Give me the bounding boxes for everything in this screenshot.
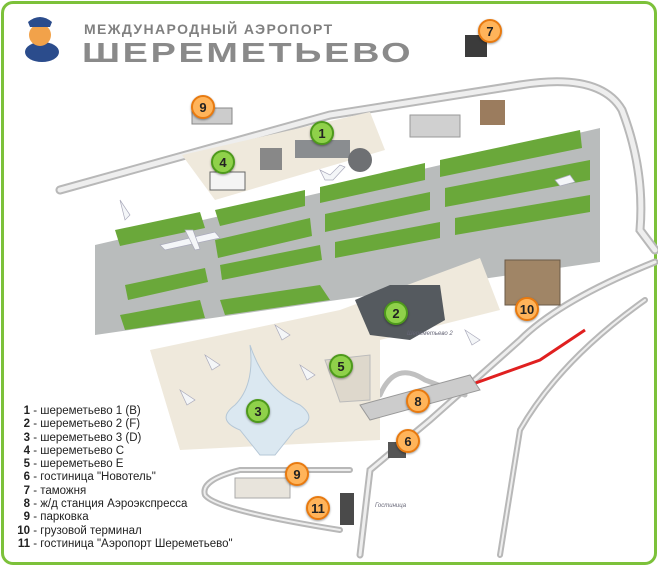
building-north — [409, 114, 461, 138]
legend-num: 10 — [17, 524, 30, 537]
legend-text: - грузовой терминал — [33, 524, 142, 537]
parking-south — [234, 477, 291, 499]
legend-text: - шереметьево С — [33, 444, 125, 457]
marker-terminal-2[interactable]: 2 — [384, 301, 408, 325]
flight-attendant-mascot — [25, 17, 59, 62]
legend-item: 9 - парковка — [8, 511, 233, 524]
legend-item: 1 - шереметьево 1 (B) — [8, 405, 233, 418]
legend-text: - гостиница "Новотель" — [33, 471, 156, 484]
terminal-1-building — [295, 140, 350, 158]
building-brown — [480, 100, 505, 125]
terminal-3-building — [225, 344, 310, 456]
legend-item: 6 - гостиница "Новотель" — [8, 471, 233, 484]
legend-item: 10 - грузовой терминал — [8, 525, 233, 538]
customs-building — [465, 35, 487, 57]
marker-parking-north[interactable]: 9 — [191, 95, 215, 119]
grass-strips — [115, 130, 590, 330]
marker-terminal-c[interactable]: 4 — [211, 150, 235, 174]
map-legend: 1 - шереметьево 1 (B) 2 - шереметьево 2 … — [8, 405, 233, 551]
aeroexpress-rail — [469, 328, 586, 387]
marker-terminal-1[interactable]: 1 — [310, 121, 334, 145]
legend-num: 2 — [23, 418, 30, 431]
legend-item: 7 - таможня — [8, 485, 233, 498]
logo-title: ШЕРЕМЕТЬЕВО — [82, 37, 414, 68]
legend-text: - парковка — [33, 511, 89, 524]
legend-num: 5 — [23, 458, 30, 471]
legend-num: 4 — [23, 444, 30, 457]
legend-item: 4 - шереметьево С — [8, 445, 233, 458]
hotel-map-label: Гостиница — [375, 503, 407, 509]
legend-num: 3 — [23, 431, 30, 444]
marker-parking-south[interactable]: 9 — [285, 462, 309, 486]
legend-text: - шереметьево 1 (B) — [33, 405, 141, 417]
legend-item: 5 - шереметьево Е — [8, 458, 233, 471]
legend-item: 3 - шереметьево 3 (D) — [8, 432, 233, 445]
legend-text: - ж/д станция Аэроэкспресса — [33, 498, 188, 511]
legend-item: 2 - шереметьево 2 (F) — [8, 418, 233, 431]
marker-hotel-sheremetyevo[interactable]: 11 — [306, 496, 330, 520]
legend-text: - шереметьево Е — [33, 458, 124, 471]
airplanes — [119, 164, 576, 406]
legend-num: 6 — [23, 471, 30, 484]
marker-customs[interactable]: 7 — [478, 19, 502, 43]
legend-num: 11 — [17, 537, 30, 550]
roads — [55, 77, 658, 559]
hotel-sheremetyevo-building — [340, 493, 354, 525]
legend-item: 11 - гостиница "Аэропорт Шереметьево" — [8, 538, 233, 551]
legend-text: - шереметьево 3 (D) — [33, 431, 142, 444]
legend-text: - шереметьево 2 (F) — [33, 418, 141, 431]
legend-num: 8 — [23, 498, 30, 511]
terminal-2-map-label: Шереметьево 2 — [407, 331, 453, 337]
marker-terminal-3[interactable]: 3 — [246, 399, 270, 423]
marker-aeroexpress[interactable]: 8 — [406, 389, 430, 413]
marker-terminal-e[interactable]: 5 — [329, 354, 353, 378]
terminal-1-rotunda — [348, 148, 372, 172]
legend-text: - таможня — [33, 484, 87, 497]
legend-num: 9 — [23, 511, 30, 524]
marker-cargo[interactable]: 10 — [515, 297, 539, 321]
legend-num: 1 — [23, 405, 30, 417]
marker-novotel[interactable]: 6 — [396, 429, 420, 453]
terminal-c-building — [209, 171, 246, 191]
terminal-building-small — [260, 148, 282, 170]
legend-text: - гостиница "Аэропорт Шереметьево" — [33, 537, 233, 550]
airfield — [95, 128, 600, 335]
logo-subtitle: МЕЖДУНАРОДНЫЙ АЭРОПОРТ — [84, 21, 334, 37]
legend-item: 8 - ж/д станция Аэроэкспресса — [8, 498, 233, 511]
legend-num: 7 — [23, 484, 30, 497]
